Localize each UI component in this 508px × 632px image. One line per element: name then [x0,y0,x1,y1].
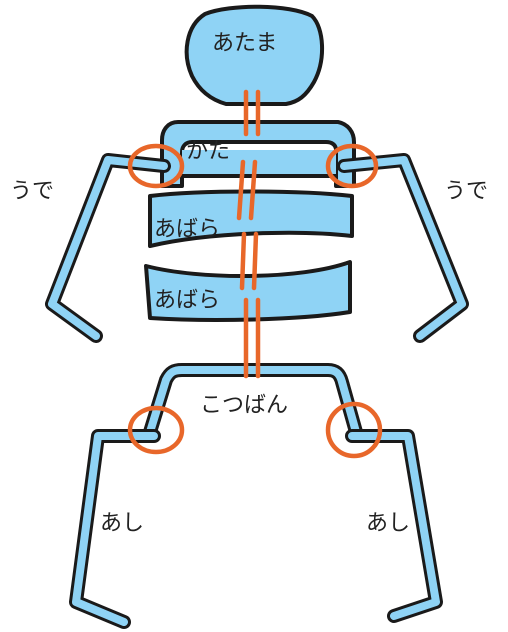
label-arm-left: うで [10,179,54,204]
label-arm-right: うで [444,179,488,204]
label-pelvis: こつばん [200,393,288,418]
label-rib-lower: あばら [154,288,220,313]
label-shoulder: かた [186,139,230,164]
label-rib-upper: あばら [154,217,220,242]
label-head: あたま [212,31,277,56]
label-leg-right: あし [366,511,410,536]
label-leg-left: あし [100,511,144,536]
